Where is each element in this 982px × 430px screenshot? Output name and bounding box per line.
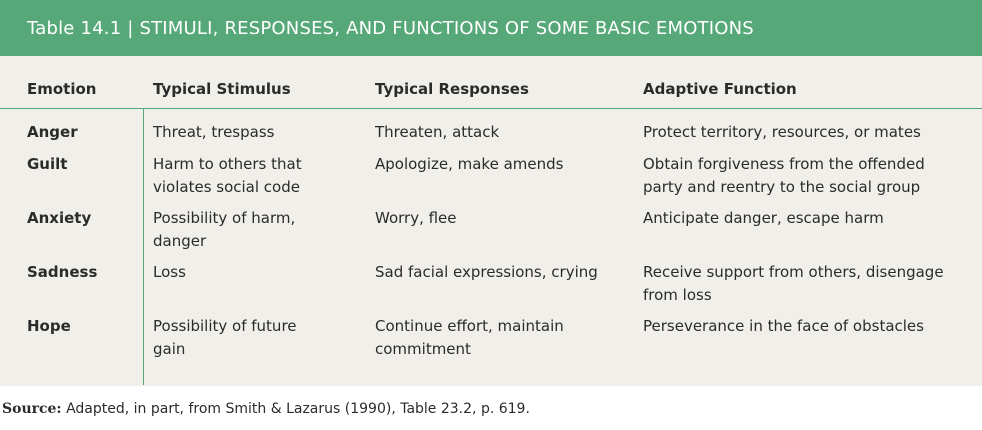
table-row-function: Anticipate danger, escape harm [643,209,884,227]
column-header-emotion: Emotion [27,80,97,98]
header-divider [0,108,982,109]
table-row-function: Protect territory, resources, or mates [643,123,921,141]
emotions-table: Emotion Typical Stimulus Typical Respons… [0,56,982,386]
table-row-stimulus: Threat, trespass [153,123,275,141]
source-text: Adapted, in part, from Smith & Lazarus (… [66,401,530,417]
table-row-function: Receive support from others, disengage f… [643,263,944,304]
table-row-responses: Continue effort, maintain commitment [375,317,564,358]
table-row-emotion: Guilt [27,155,68,173]
column-divider [143,108,144,385]
table-row-stimulus: Harm to others that violates social code [153,155,302,196]
table-row-emotion: Sadness [27,263,98,281]
table-row-function: Perseverance in the face of obstacles [643,317,924,335]
column-header-stimulus: Typical Stimulus [153,80,291,98]
table-row-stimulus: Loss [153,263,186,281]
table-row-emotion: Anxiety [27,209,92,227]
source-label: Source: [2,401,62,417]
table-row-responses: Worry, flee [375,209,457,227]
table-row-emotion: Hope [27,317,71,335]
table-row-responses: Apologize, make amends [375,155,564,173]
source-note: Source: Adapted, in part, from Smith & L… [2,401,530,417]
table-row-function: Obtain forgiveness from the offended par… [643,155,925,196]
table-title: Table 14.1 | STIMULI, RESPONSES, AND FUN… [27,17,754,39]
table-row-responses: Sad facial expressions, crying [375,263,598,281]
table-row-responses: Threaten, attack [375,123,500,141]
table-title-bar: Table 14.1 | STIMULI, RESPONSES, AND FUN… [0,0,982,56]
column-header-function: Adaptive Function [643,80,797,98]
table-row-stimulus: Possibility of harm, danger [153,209,296,250]
column-header-responses: Typical Responses [375,80,529,98]
table-row-stimulus: Possibility of future gain [153,317,297,358]
table-row-emotion: Anger [27,123,78,141]
